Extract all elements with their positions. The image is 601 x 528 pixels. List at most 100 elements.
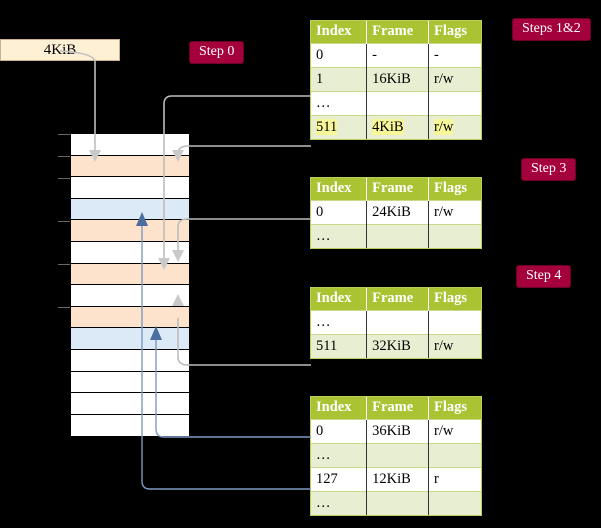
table-row: 0 36KiB r/w bbox=[311, 419, 481, 444]
badge-step-0-label: Step 0 bbox=[199, 44, 235, 59]
column-header-index: Index bbox=[311, 21, 368, 44]
table-cell: 36KiB bbox=[366, 419, 430, 444]
cell-value: 0 bbox=[316, 46, 324, 63]
table-cell bbox=[428, 91, 481, 116]
cell-value: r/w bbox=[434, 118, 454, 135]
column-header-frame: Frame bbox=[366, 178, 430, 201]
badge-step-4-label: Step 4 bbox=[526, 268, 562, 283]
memory-frame-row bbox=[71, 177, 189, 199]
column-header-flags: Flags bbox=[428, 288, 481, 311]
table-cell bbox=[366, 224, 430, 248]
table-cell bbox=[428, 310, 481, 335]
table-cell: … bbox=[311, 310, 368, 335]
table-cell: 16KiB bbox=[366, 67, 430, 92]
column-header-flags: Flags bbox=[428, 178, 481, 201]
cell-value: 1 bbox=[316, 70, 324, 87]
table-cell: 32KiB bbox=[366, 334, 430, 358]
column-header-frame: Frame bbox=[366, 288, 430, 311]
source-frame-label: 4KiB bbox=[43, 41, 77, 58]
memory-frame-row bbox=[71, 328, 189, 350]
badge-steps-1-2-label: Steps 1&2 bbox=[522, 21, 581, 36]
table-cell: … bbox=[311, 443, 368, 468]
cell-value: 36KiB bbox=[372, 422, 411, 439]
memory-frame-row bbox=[71, 393, 189, 415]
table-row: … bbox=[311, 310, 481, 335]
table-cell bbox=[366, 91, 430, 116]
table-cell bbox=[428, 443, 481, 468]
cell-value: 32KiB bbox=[372, 337, 411, 354]
cell-value: - bbox=[372, 46, 377, 63]
table-cell: 511 bbox=[311, 115, 368, 139]
badge-step-0: Step 0 bbox=[189, 41, 245, 64]
table-row: … bbox=[311, 491, 481, 515]
memory-frame-row bbox=[71, 198, 189, 221]
table-cell: - bbox=[366, 43, 430, 68]
memory-tick bbox=[58, 307, 71, 308]
source-frame-box: 4KiB bbox=[0, 39, 120, 61]
table-row: … bbox=[311, 224, 481, 248]
table-cell: 0 bbox=[311, 43, 368, 68]
table-row: 511 32KiB r/w bbox=[311, 334, 481, 358]
memory-frame-row bbox=[71, 263, 189, 286]
cell-value: … bbox=[316, 446, 331, 463]
cell-value: 511 bbox=[316, 337, 338, 354]
memory-frame-row bbox=[71, 241, 189, 264]
memory-tick bbox=[58, 178, 71, 179]
column-header-flags: Flags bbox=[428, 21, 481, 44]
memory-frame-row bbox=[71, 306, 189, 329]
cell-value: … bbox=[316, 227, 331, 244]
table-cell: 0 bbox=[311, 419, 368, 444]
table-cell bbox=[366, 443, 430, 468]
badge-steps-1-2: Steps 1&2 bbox=[512, 18, 591, 41]
physical-memory-column bbox=[70, 133, 190, 437]
memory-frame-row bbox=[71, 220, 189, 242]
column-header-flags: Flags bbox=[428, 397, 481, 420]
cell-value: … bbox=[316, 313, 331, 330]
cell-value: 0 bbox=[316, 203, 324, 220]
table-cell: 127 bbox=[311, 467, 368, 492]
table-cell: r/w bbox=[428, 419, 481, 444]
table-cell: 0 bbox=[311, 200, 368, 225]
cell-value: 0 bbox=[316, 422, 324, 439]
table-row: 0 - - bbox=[311, 43, 481, 68]
cell-value: 24KiB bbox=[372, 203, 411, 220]
memory-frame-row bbox=[71, 134, 189, 156]
cell-value: … bbox=[316, 494, 331, 511]
memory-frame-row bbox=[71, 371, 189, 394]
memory-tick bbox=[58, 221, 71, 222]
cell-value: r bbox=[434, 470, 439, 487]
memory-tick bbox=[58, 264, 71, 265]
memory-frame-row bbox=[71, 349, 189, 372]
table-cell: - bbox=[428, 43, 481, 68]
cell-value: … bbox=[316, 94, 331, 111]
table-cell bbox=[366, 310, 430, 335]
table-row: 1 16KiB r/w bbox=[311, 67, 481, 92]
table-cell: r/w bbox=[428, 200, 481, 225]
table-cell: r bbox=[428, 467, 481, 492]
table-cell: r/w bbox=[428, 334, 481, 358]
table-cell: r/w bbox=[428, 67, 481, 92]
cell-value: r/w bbox=[434, 337, 454, 354]
memory-frame-row bbox=[71, 285, 189, 307]
column-header-index: Index bbox=[311, 397, 368, 420]
table-cell: r/w bbox=[428, 115, 481, 139]
badge-step-4: Step 4 bbox=[516, 265, 572, 288]
table-cell: … bbox=[311, 491, 368, 515]
table-cell: 511 bbox=[311, 334, 368, 358]
memory-tick bbox=[58, 156, 71, 157]
badge-step-3: Step 3 bbox=[521, 158, 577, 181]
cell-value: 16KiB bbox=[372, 70, 411, 87]
column-header-index: Index bbox=[311, 288, 368, 311]
table-row: 0 24KiB r/w bbox=[311, 200, 481, 225]
table-cell: 24KiB bbox=[366, 200, 430, 225]
cell-value: r/w bbox=[434, 422, 454, 439]
table-cell: 12KiB bbox=[366, 467, 430, 492]
table-cell bbox=[428, 224, 481, 248]
column-header-index: Index bbox=[311, 178, 368, 201]
